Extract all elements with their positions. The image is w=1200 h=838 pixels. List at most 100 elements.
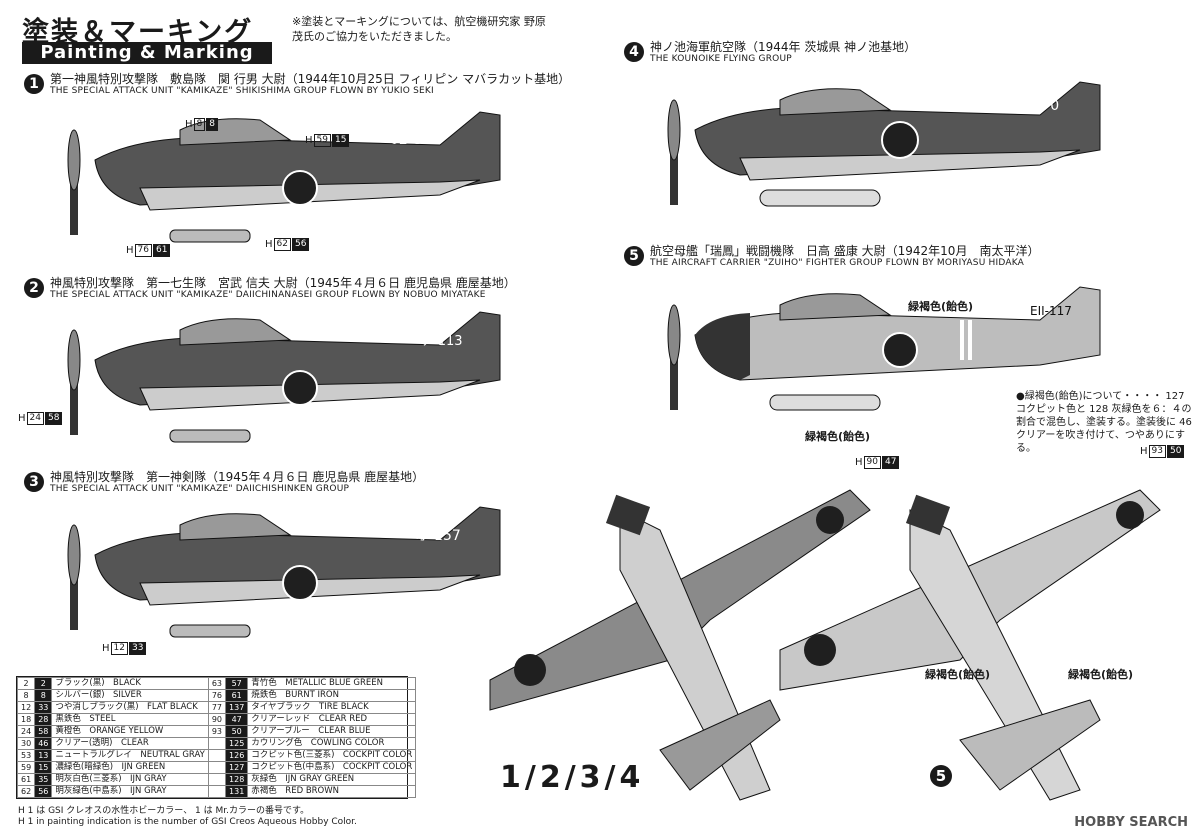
legend-mr-code: 50 <box>225 725 249 738</box>
tail-code: コウ-170 <box>1000 98 1059 114</box>
legend-mr-code: 57 <box>225 677 249 690</box>
legend-hobby-code: 90 <box>207 713 227 726</box>
legend-color-name: クリアーブルー CLEAR BLUE <box>247 725 417 738</box>
tail-code: 02-888 <box>390 132 440 148</box>
legend-color-name: 明灰緑色(中島系) IJN GRAY <box>51 785 209 798</box>
section-title-en: THE AIRCRAFT CARRIER "ZUIHO" FIGHTER GRO… <box>650 258 1025 268</box>
legend-mr-code: 137 <box>225 701 249 714</box>
plan-view-index-5: 5 <box>930 765 952 787</box>
legend-hobby-code: 30 <box>16 737 36 750</box>
legend-hobby-code: 77 <box>207 701 227 714</box>
page-title-en: Painting & Marking <box>22 42 272 64</box>
hobby-code: 93 <box>1148 445 1166 458</box>
legend-hobby-code: 61 <box>16 773 36 786</box>
color-label: 緑褐色(飴色) <box>925 668 991 681</box>
legend-hobby-code: 62 <box>16 785 36 798</box>
plane-2-side-view: ケ-113 <box>67 311 501 443</box>
legend-mr-code: 56 <box>34 785 53 798</box>
legend-hobby-code <box>207 773 227 786</box>
section-1-header: 1 第一神風特別攻撃隊 敷島隊 関 行男 大尉（1944年10月25日 フィリピ… <box>24 72 584 97</box>
legend-note-jp: H 1 は GSI クレオスの水性ホビーカラー、 1 は Mr.カラーの番号です… <box>18 806 310 816</box>
mr-code: 47 <box>881 456 900 469</box>
legend-mr-code: 15 <box>34 761 53 774</box>
color-label: 緑褐色(飴色) <box>908 300 974 313</box>
section-5-color-note: ●緑褐色(飴色)について・・・・ 127 コクピット色と 128 灰緑色を６：４… <box>1016 391 1192 454</box>
mr-code: 56 <box>291 238 310 251</box>
legend-color-name: 青竹色 METALLIC BLUE GREEN <box>247 677 417 690</box>
legend-color-name: コクピット色(三菱系) COCKPIT COLOR <box>247 749 417 762</box>
color-label: 緑褐色(飴色) <box>805 430 871 443</box>
section-2-header: 2 神風特別攻撃隊 第一七生隊 宮武 信夫 大尉（1945年４月６日 鹿児島県 … <box>24 276 584 301</box>
hobby-code: 59 <box>313 134 331 147</box>
section-title-en: THE KOUNOIKE FLYING GROUP <box>650 54 792 64</box>
mr-code: 61 <box>152 244 171 257</box>
tail-code: ケ-113 <box>420 334 463 349</box>
legend-color-name: 明灰白色(三菱系) IJN GRAY <box>51 773 209 786</box>
legend-mr-code: 61 <box>225 689 249 702</box>
legend-mr-code: 8 <box>34 689 53 702</box>
legend-color-name: 赤褐色 RED BROWN <box>247 785 417 798</box>
section-number: 5 <box>624 246 644 266</box>
legend-color-name: クリアー(透明) CLEAR <box>51 737 209 750</box>
legend-hobby-code: 93 <box>207 725 227 738</box>
hobby-code: 8 <box>193 118 206 131</box>
section-title-en: THE SPECIAL ATTACK UNIT "KAMIKAZE" DAIIC… <box>50 484 350 494</box>
legend-color-name: つや消しブラック(黒) FLAT BLACK <box>51 701 209 714</box>
legend-mr-code: 47 <box>225 713 249 726</box>
tail-code: EII-117 <box>1030 304 1072 318</box>
legend-mr-code: 131 <box>225 785 249 798</box>
legend-hobby-code: 8 <box>16 689 36 702</box>
legend-mr-code: 35 <box>34 773 53 786</box>
section-title-jp: 航空母艦「瑞鳳」戦闘機隊 日高 盛康 大尉（1942年10月 南太平洋） <box>650 244 1040 258</box>
watermark-logo: HOBBY SEARCH <box>1074 815 1188 830</box>
hobby-code: 24 <box>26 412 44 425</box>
legend-note-en: H 1 in painting indication is the number… <box>18 817 357 827</box>
section-title-jp: 第一神風特別攻撃隊 敷島隊 関 行男 大尉（1944年10月25日 フィリピン … <box>50 72 571 86</box>
legend-hobby-code: 63 <box>207 677 227 690</box>
section-number: 1 <box>24 74 44 94</box>
legend-mr-code: 2 <box>34 677 53 690</box>
legend-color-name: クリアーレッド CLEAR RED <box>247 713 417 726</box>
legend-color-name: ブラック(黒) BLACK <box>51 677 209 690</box>
legend-color-name: シルバー(銀) SILVER <box>51 689 209 702</box>
plan-view-index-1-4: 1/2/3/4 <box>500 760 645 795</box>
legend-hobby-code: 53 <box>16 749 36 762</box>
color-label: 緑褐色(飴色) <box>1068 668 1134 681</box>
section-title-en: THE SPECIAL ATTACK UNIT "KAMIKAZE" DAIIC… <box>50 290 486 300</box>
mr-code: 50 <box>1166 445 1185 458</box>
legend-mr-code: 127 <box>225 761 249 774</box>
tail-code: オ-157 <box>415 528 461 544</box>
legend-mr-code: 28 <box>34 713 53 726</box>
mr-code: 33 <box>128 642 147 655</box>
legend-hobby-code: 24 <box>16 725 36 738</box>
legend-mr-code: 13 <box>34 749 53 762</box>
credit-note: ※塗装とマーキングについては、航空機研究家 野原 茂氏のご協力をいただきました。 <box>292 15 546 43</box>
legend-color-name: ニュートラルグレイ NEUTRAL GRAY <box>51 749 209 762</box>
legend-color-name: タイヤブラック TIRE BLACK <box>247 701 417 714</box>
hobby-code: 62 <box>273 238 291 251</box>
legend-color-name: 灰緑色 IJN GRAY GREEN <box>247 773 417 786</box>
legend-hobby-code <box>207 785 227 798</box>
section-title-jp: 神風特別攻撃隊 第一七生隊 宮武 信夫 大尉（1945年４月６日 鹿児島県 鹿屋… <box>50 276 516 290</box>
section-number: 2 <box>24 278 44 298</box>
legend-note: H 1 は GSI クレオスの水性ホビーカラー、 1 は Mr.カラーの番号です… <box>18 806 357 828</box>
section-5-header: 5 航空母艦「瑞鳳」戦闘機隊 日高 盛康 大尉（1942年10月 南太平洋） T… <box>624 244 1194 269</box>
legend-color-name: カウリング色 COWLING COLOR <box>247 737 417 750</box>
legend-color-name: 黒鉄色 STEEL <box>51 713 209 726</box>
